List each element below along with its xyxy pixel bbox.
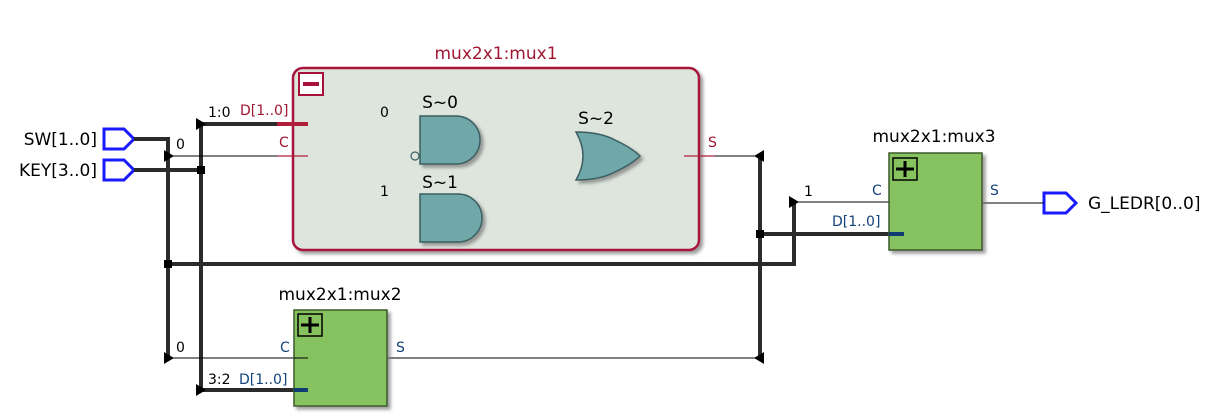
tap-label-mux3-c: 1: [804, 184, 813, 200]
mux2-pin-d: D[1..0]: [239, 372, 287, 388]
mux1-in1-label: 1: [380, 184, 389, 200]
tap-label-sw-mux1: 1:0: [208, 105, 231, 121]
mux3-pin-d: D[1..0]: [832, 214, 880, 230]
minus-icon: [303, 82, 319, 86]
tap-label-key-mux2: 0: [176, 340, 185, 356]
mux3-title: mux2x1:mux3: [872, 127, 995, 147]
and-gate-s0-label: S~0: [422, 93, 458, 113]
mux1-pin-s: S: [708, 135, 717, 151]
and-gate-s0[interactable]: S~0: [410, 93, 481, 165]
plus-icon: [301, 317, 319, 333]
inverter-bubble: [410, 151, 420, 161]
mux1-block[interactable]: mux2x1:mux1 D[1..0] C S 0 1 S~0 S~1 S~2: [240, 44, 717, 252]
mux2-expand-button[interactable]: [297, 313, 323, 337]
mux2-pin-s: S: [396, 340, 405, 356]
input-port-key-label: KEY[3..0]: [19, 161, 97, 181]
mux2-pin-c: C: [280, 340, 290, 356]
or-gate-s2-label: S~2: [578, 109, 614, 129]
and-gate-s1[interactable]: S~1: [419, 173, 483, 243]
mux2-block[interactable]: mux2x1:mux2 C D[1..0] S: [239, 285, 405, 407]
mux3-pin-c: C: [872, 183, 882, 199]
mux3-block[interactable]: mux2x1:mux3 C D[1..0] S: [832, 127, 999, 251]
plus-icon: [896, 161, 914, 177]
mux3-expand-button[interactable]: [892, 157, 918, 181]
mux3-pin-s: S: [990, 183, 999, 199]
or-gate-s2[interactable]: S~2: [574, 109, 642, 181]
tap-label-sw-mux2: 3:2: [208, 372, 231, 388]
output-port-ledr[interactable]: G_LEDR[0..0]: [1042, 191, 1201, 215]
output-port-ledr-label: G_LEDR[0..0]: [1088, 194, 1201, 214]
mux1-title: mux2x1:mux1: [434, 44, 557, 64]
mux1-in0-label: 0: [380, 105, 389, 121]
and-gate-s1-label: S~1: [422, 173, 458, 193]
mux1-collapse-button[interactable]: [298, 72, 324, 96]
mux1-pin-c: C: [279, 135, 289, 151]
tap-label-key-mux1: 0: [176, 137, 185, 153]
mux1-pin-d: D[1..0]: [240, 103, 288, 119]
mux2-title: mux2x1:mux2: [278, 285, 401, 305]
input-port-key[interactable]: KEY[3..0]: [19, 158, 137, 182]
input-port-sw[interactable]: SW[1..0]: [24, 127, 137, 151]
input-port-sw-label: SW[1..0]: [24, 130, 97, 150]
